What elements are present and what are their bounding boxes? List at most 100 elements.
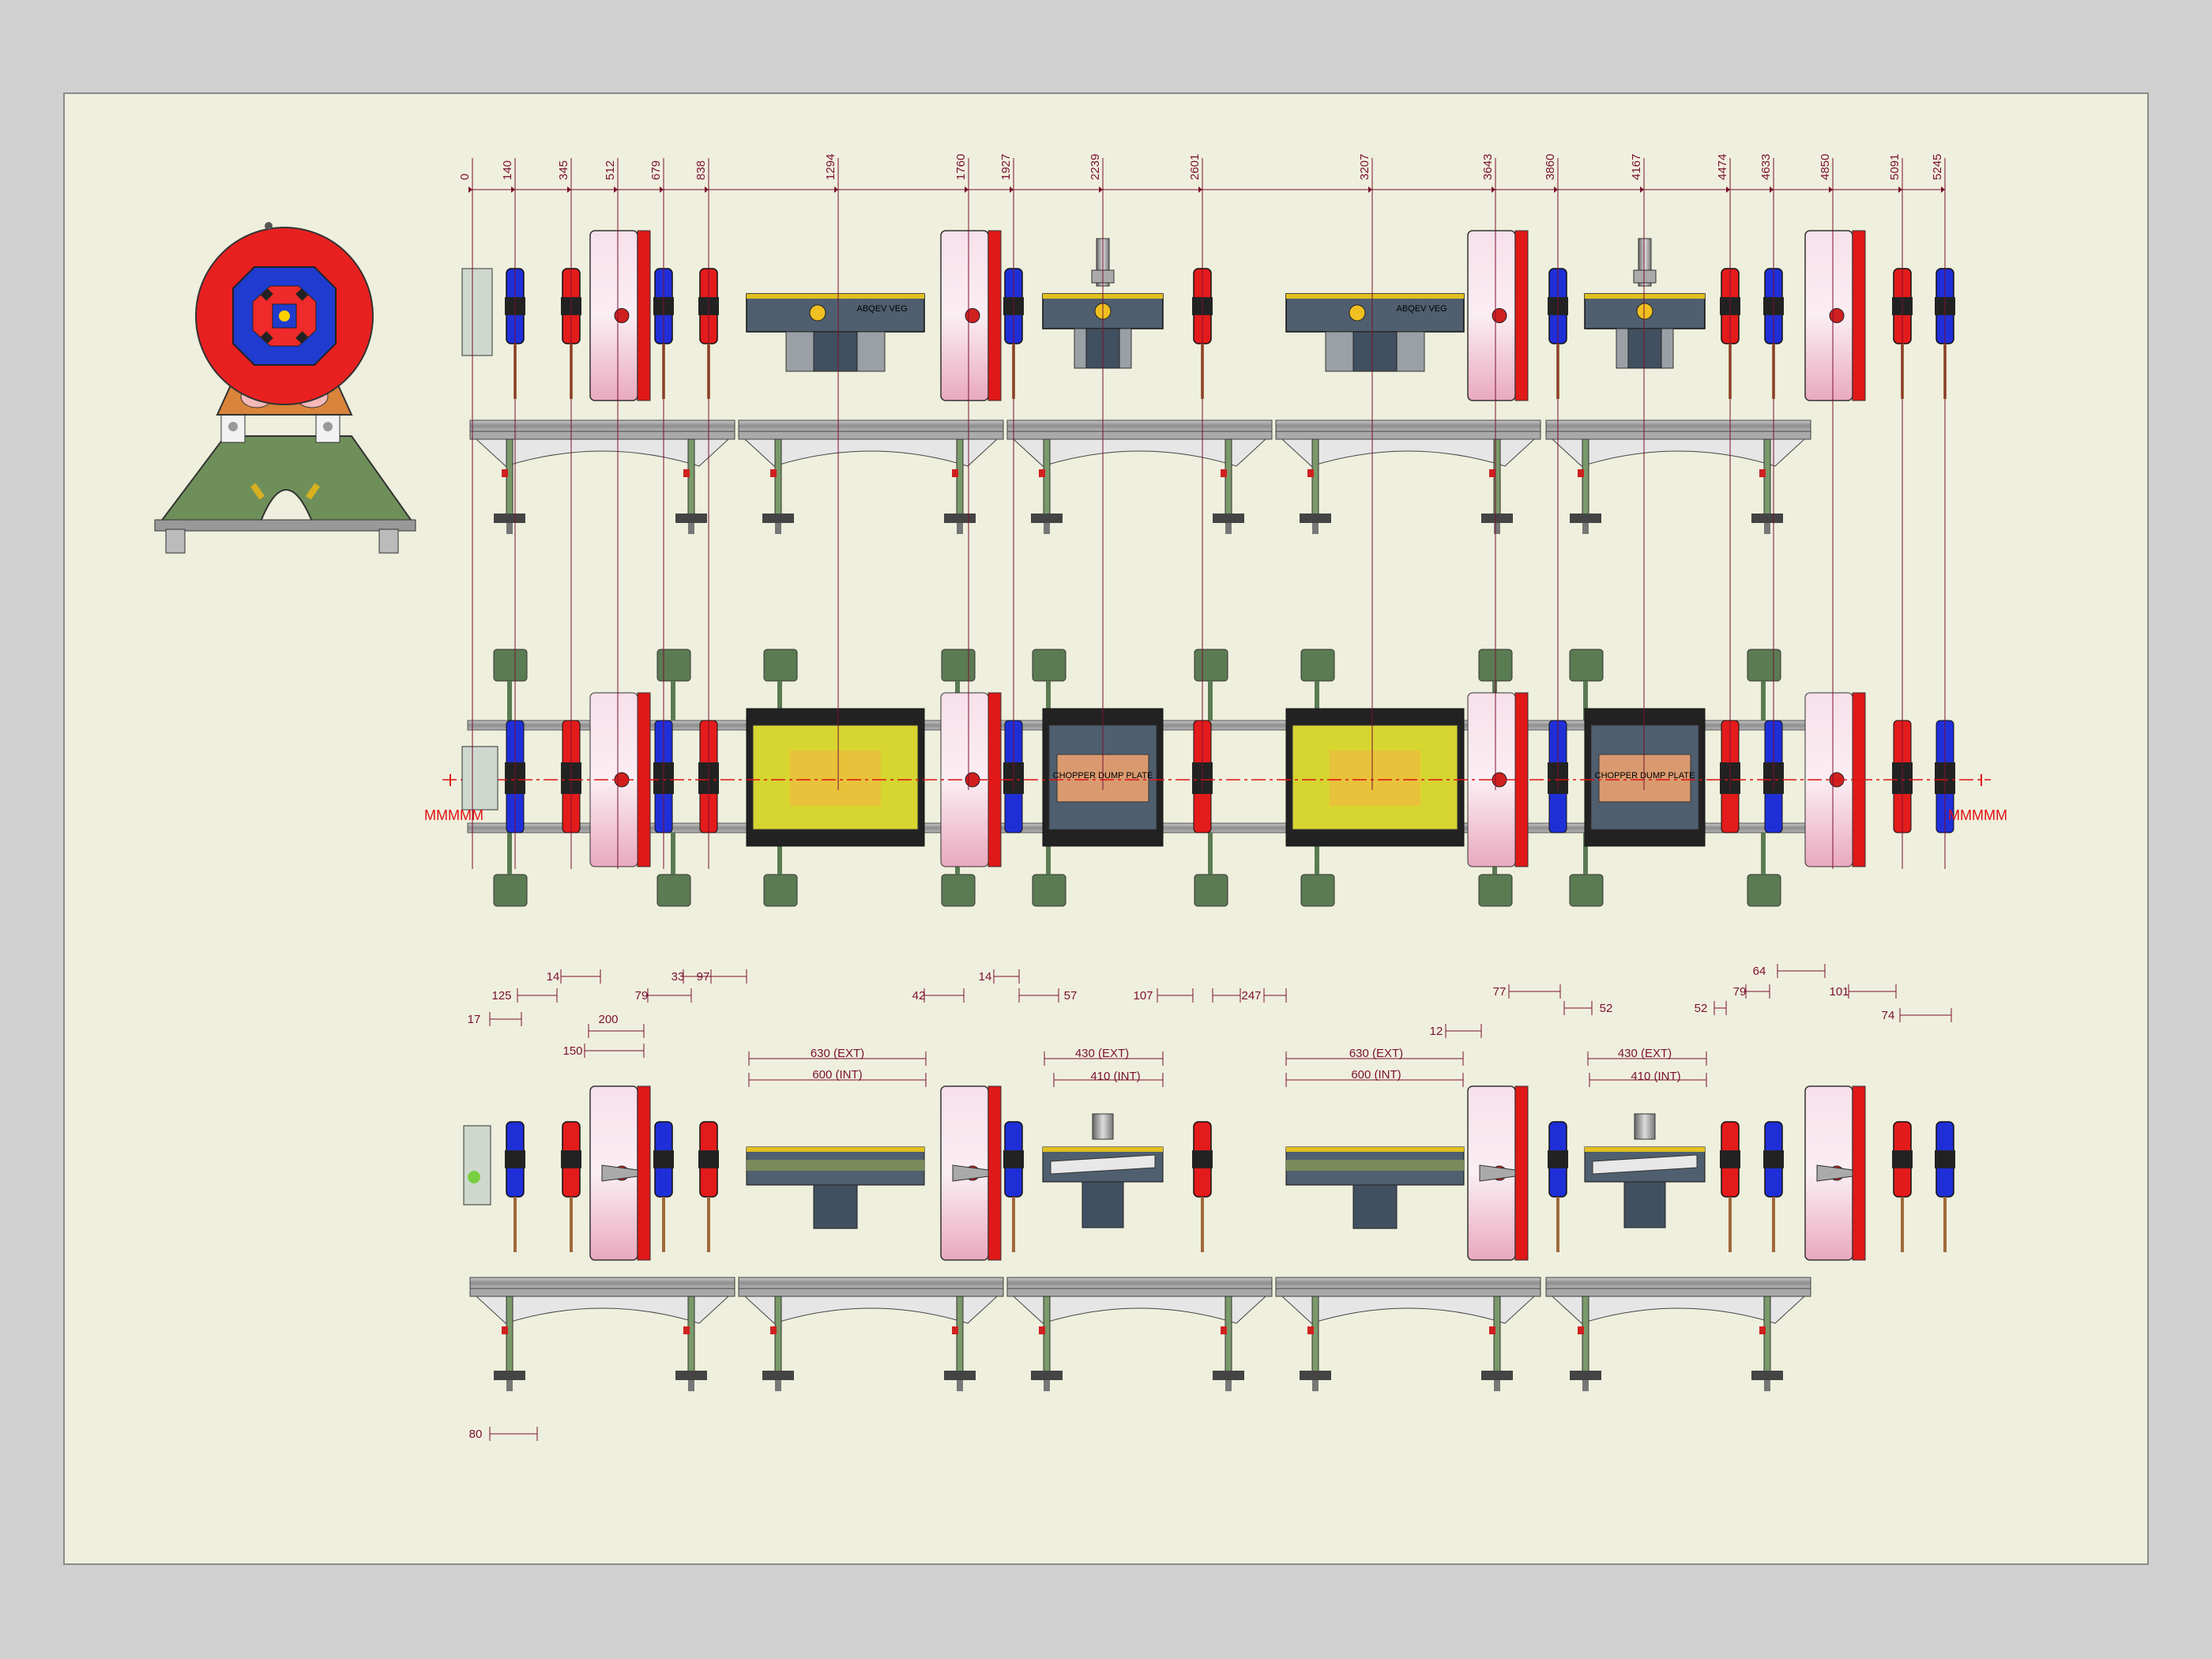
svg-text:0: 0 <box>458 174 472 180</box>
svg-text:600 (INT): 600 (INT) <box>812 1068 862 1082</box>
quadrupole-bottom-5 <box>1003 1121 1024 1252</box>
svg-text:512: 512 <box>604 160 617 180</box>
top-dimension: 512 <box>604 158 619 869</box>
kicker-bottom-2 <box>1285 1146 1465 1229</box>
bottom-dimension: 430 (EXT) <box>1618 1047 1672 1060</box>
svg-text:79: 79 <box>635 989 649 1003</box>
girder-top-2 <box>738 419 1004 534</box>
svg-text:33: 33 <box>672 970 685 984</box>
top-dimension: 1294 <box>824 154 839 790</box>
svg-text:52: 52 <box>1600 1002 1613 1015</box>
svg-text:430 (EXT): 430 (EXT) <box>1618 1047 1672 1060</box>
svg-text:2239: 2239 <box>1089 154 1102 180</box>
bottom-dimension: 74 <box>1882 1009 1895 1022</box>
cavity-top-4 <box>1804 230 1866 401</box>
top-dimension: 4850 <box>1819 154 1834 869</box>
cavity-bottom-1 <box>589 1085 651 1261</box>
quadrupole-bottom-11 <box>1935 1121 1955 1252</box>
top-dimension: 1927 <box>999 154 1014 790</box>
chopper-bottom-2 <box>1584 1113 1706 1228</box>
svg-text:1294: 1294 <box>824 154 837 180</box>
girder-bottom-1 <box>469 1277 735 1391</box>
cavity-bottom-2 <box>940 1085 1002 1261</box>
svg-text:200: 200 <box>598 1013 618 1026</box>
girder-bottom-5 <box>1545 1277 1811 1391</box>
bottom-dimension: 57 <box>1064 989 1078 1003</box>
bottom-dimension: 42 <box>912 989 926 1003</box>
quadrupole-bottom-3 <box>653 1121 674 1252</box>
bottom-dimension: 107 <box>1133 989 1153 1003</box>
svg-text:64: 64 <box>1753 965 1766 978</box>
girder-top-5 <box>1545 419 1811 534</box>
top-dimension: 0 <box>458 158 473 869</box>
svg-text:345: 345 <box>557 160 570 180</box>
svg-text:150: 150 <box>562 1044 582 1058</box>
girder-bottom-2 <box>738 1277 1004 1391</box>
svg-text:3207: 3207 <box>1358 154 1371 180</box>
svg-text:3860: 3860 <box>1544 154 1557 180</box>
svg-text:ABQEV VEG: ABQEV VEG <box>1397 304 1447 314</box>
bottom-dimension: 125 <box>491 989 511 1003</box>
svg-text:2601: 2601 <box>1188 154 1202 180</box>
top-dimension: 140 <box>501 158 516 869</box>
cavity-bottom-3 <box>1467 1085 1529 1261</box>
kicker-top-1: ABQEV VEG <box>746 293 925 372</box>
top-dimension: 5245 <box>1931 154 1946 869</box>
kicker-bottom-1 <box>746 1146 925 1229</box>
svg-text:247: 247 <box>1241 989 1261 1003</box>
quadrupole-bottom-1 <box>505 1121 525 1252</box>
girder-bottom-4 <box>1275 1277 1541 1391</box>
kicker-plan-2 <box>1285 708 1465 847</box>
top-dimension: 4474 <box>1716 154 1731 790</box>
svg-text:107: 107 <box>1133 989 1153 1003</box>
quadrupole-bottom-6 <box>1192 1121 1213 1252</box>
svg-text:79: 79 <box>1733 985 1747 999</box>
top-dimension: 2239 <box>1089 154 1104 790</box>
svg-text:838: 838 <box>694 160 708 180</box>
svg-text:1760: 1760 <box>954 154 968 180</box>
svg-text:679: 679 <box>649 160 663 180</box>
girder-top-1 <box>469 419 735 534</box>
bottom-dimension: 600 (INT) <box>812 1068 862 1082</box>
quadrupole-bottom-4 <box>698 1121 719 1252</box>
bottom-dimension: 430 (EXT) <box>1075 1047 1129 1060</box>
svg-text:80: 80 <box>469 1428 483 1441</box>
svg-text:ABQEV VEG: ABQEV VEG <box>857 304 908 314</box>
svg-text:4850: 4850 <box>1819 154 1832 180</box>
top-dimension: 3860 <box>1544 154 1559 790</box>
svg-text:5091: 5091 <box>1888 154 1902 180</box>
bottom-dimension: 80 <box>469 1428 483 1441</box>
chopper-bottom-1 <box>1042 1113 1164 1228</box>
kicker-top-2: ABQEV VEG <box>1285 293 1465 372</box>
top-dimension: 3643 <box>1481 154 1496 790</box>
girder-top-4 <box>1275 419 1541 534</box>
top-dimension: 3207 <box>1358 154 1373 790</box>
svg-text:3643: 3643 <box>1481 154 1495 180</box>
bottom-dimension: 410 (INT) <box>1090 1070 1140 1083</box>
bottom-dimension: 14 <box>979 970 992 984</box>
quadrupole-bottom-7 <box>1548 1121 1568 1252</box>
svg-text:630 (EXT): 630 (EXT) <box>1349 1047 1403 1060</box>
svg-text:17: 17 <box>468 1013 481 1026</box>
beam-marker-right: MMMMM <box>1948 807 2007 823</box>
svg-text:1927: 1927 <box>999 154 1013 180</box>
top-dimension: 4167 <box>1630 154 1645 790</box>
svg-text:430 (EXT): 430 (EXT) <box>1075 1047 1129 1060</box>
top-dimension: 345 <box>557 158 572 869</box>
bottom-dimension: 200 <box>598 1013 618 1026</box>
svg-text:4633: 4633 <box>1759 154 1773 180</box>
bottom-dimension: 79 <box>1733 985 1747 999</box>
bottom-dimension: 600 (INT) <box>1351 1068 1401 1082</box>
svg-text:57: 57 <box>1064 989 1078 1003</box>
top-dimension: 2601 <box>1188 154 1203 790</box>
bottom-dimension: 630 (EXT) <box>1349 1047 1403 1060</box>
svg-text:CHOPPER DUMP PLATE: CHOPPER DUMP PLATE <box>1595 771 1695 781</box>
svg-text:42: 42 <box>912 989 926 1003</box>
cavity-bottom-4 <box>1804 1085 1866 1261</box>
chopper-plan-2: CHOPPER DUMP PLATE <box>1584 708 1706 847</box>
svg-text:410 (INT): 410 (INT) <box>1090 1070 1140 1083</box>
svg-text:4474: 4474 <box>1716 154 1729 180</box>
bottom-dimension: 79 <box>635 989 649 1003</box>
svg-text:101: 101 <box>1829 985 1849 999</box>
